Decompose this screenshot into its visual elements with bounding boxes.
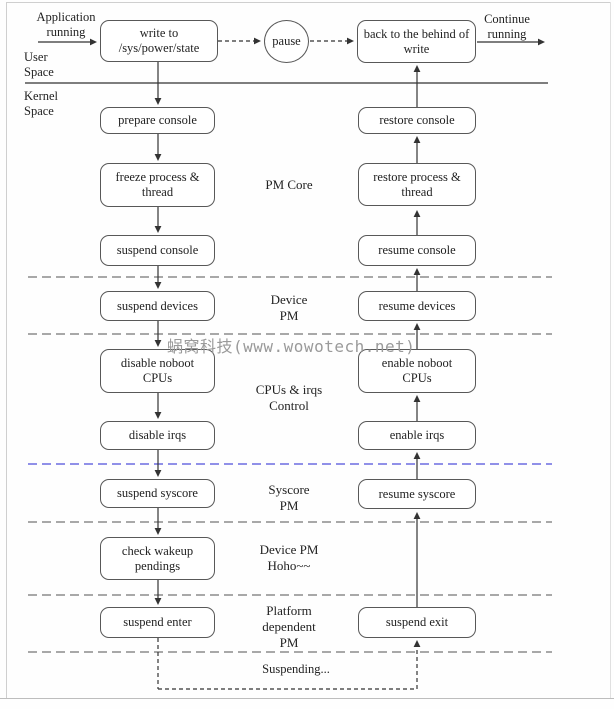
node-enable-noboot-cpus: enable noboot CPUs [358, 349, 476, 393]
arrowhead [154, 412, 162, 419]
arrowhead [154, 154, 162, 161]
node-suspend-enter: suspend enter [100, 607, 215, 638]
arrowhead [154, 598, 162, 605]
arrowhead [154, 98, 162, 105]
node-suspend-console: suspend console [100, 235, 215, 266]
node-back-to-the-behind-of-write: back to the behind of write [357, 20, 476, 63]
node-write-to-sys-power-state: write to /sys/power/state [100, 20, 218, 62]
application-running-label: Application running [36, 10, 96, 39]
flow-connector-5 [154, 134, 162, 161]
flow-connector-1 [218, 37, 261, 45]
node-suspend-exit: suspend exit [358, 607, 476, 638]
node-disable-noboot-cpus: disable noboot CPUs [100, 349, 215, 393]
flow-connector-6 [154, 207, 162, 233]
arrowhead [413, 268, 421, 275]
watermark-wowotech: 蜗窝科技(www.wowotech.net) [167, 337, 416, 356]
arrowhead [254, 37, 261, 45]
flow-connector-16 [413, 268, 421, 291]
section-label-syscore-pm: Syscore PM [268, 482, 310, 513]
flow-connector-12 [154, 580, 162, 605]
arrowhead [413, 395, 421, 402]
section-label-device-pm: Device PM [270, 292, 308, 323]
flow-connector-13 [413, 65, 421, 107]
arrowhead [154, 282, 162, 289]
arrowhead [413, 210, 421, 217]
arrowhead [154, 528, 162, 535]
flow-connector-15 [413, 210, 421, 235]
user-space-label: User Space [24, 50, 54, 79]
section-label-pm-core: PM Core [265, 177, 313, 193]
flow-connector-9 [154, 393, 162, 419]
node-freeze-process-thread: freeze process & thread [100, 163, 215, 207]
arrowhead [413, 136, 421, 143]
frame-border-top [6, 2, 611, 3]
flow-connector-19 [413, 452, 421, 479]
kernel-space-label: Kernel Space [24, 89, 59, 118]
flow-connector-10 [154, 450, 162, 477]
node-resume-devices: resume devices [358, 291, 476, 321]
flow-connector-18 [413, 395, 421, 421]
arrowhead [538, 38, 545, 46]
flow-connector-7 [154, 266, 162, 289]
arrowhead [154, 226, 162, 233]
arrowhead [413, 65, 421, 72]
frame-border-bottom [0, 698, 614, 699]
section-label-device-pm-hoho: Device PM Hoho~~ [259, 542, 319, 573]
continue-running-label: Continue running [484, 12, 530, 41]
arrowhead [413, 452, 421, 459]
section-label-platform-dependent-pm: Platform dependent PM [262, 603, 316, 650]
suspending-label: Suspending... [262, 662, 330, 676]
arrowhead [154, 340, 162, 347]
node-disable-irqs: disable irqs [100, 421, 215, 450]
flow-connector-20 [413, 512, 421, 607]
frame-border-right [610, 2, 611, 698]
node-enable-irqs: enable irqs [358, 421, 476, 450]
arrowhead [413, 323, 421, 330]
flow-connector-2 [310, 37, 354, 45]
node-suspend-devices: suspend devices [100, 291, 215, 321]
arrowhead [413, 512, 421, 519]
node-suspend-syscore: suspend syscore [100, 479, 215, 508]
flow-connector-14 [413, 136, 421, 163]
node-restore-console: restore console [358, 107, 476, 134]
section-label-cpus-irqs-control: CPUs & irqs Control [255, 382, 323, 413]
node-resume-syscore: resume syscore [358, 479, 476, 509]
node-restore-process-thread: restore process & thread [358, 163, 476, 206]
node-pause: pause [264, 20, 309, 63]
node-check-wakeup-pendings: check wakeup pendings [100, 537, 215, 580]
arrowhead [90, 38, 97, 46]
frame-border-left [6, 2, 7, 698]
flow-connector-8 [154, 321, 162, 347]
node-prepare-console: prepare console [100, 107, 215, 134]
flow-connector-11 [154, 508, 162, 535]
arrowhead [347, 37, 354, 45]
node-resume-console: resume console [358, 235, 476, 266]
arrowhead [413, 640, 421, 647]
flow-connector-23 [413, 640, 421, 689]
flow-connector-0 [38, 38, 97, 46]
arrowhead [154, 470, 162, 477]
flow-connector-4 [154, 62, 162, 105]
